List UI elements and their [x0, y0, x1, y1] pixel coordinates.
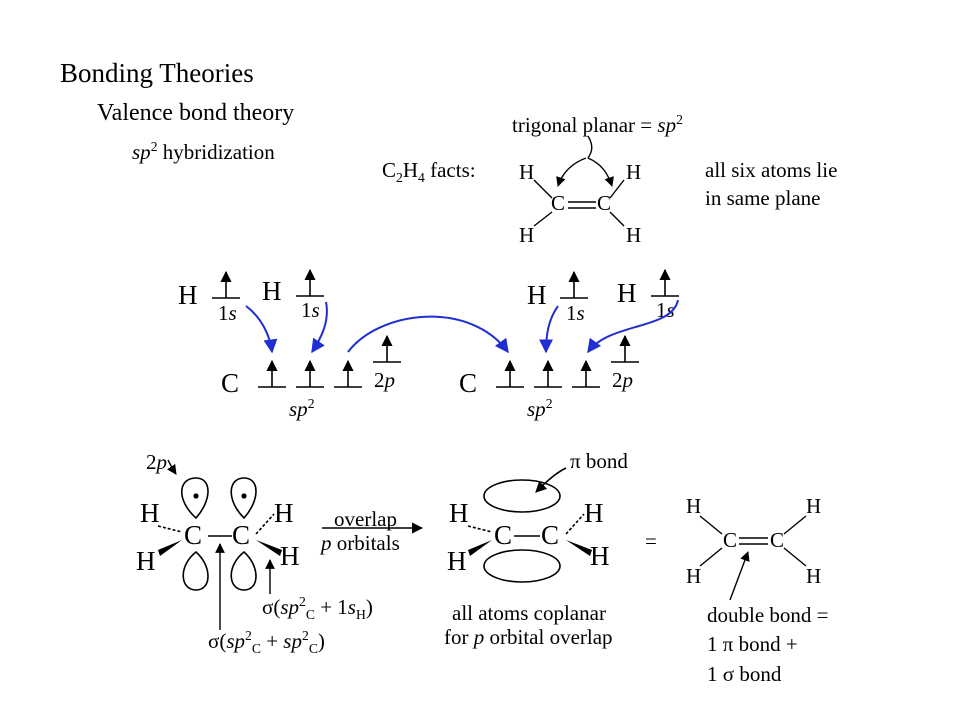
pi-bond-label: π bond	[570, 449, 628, 473]
double-bond-line2: 1 π bond +	[707, 632, 798, 656]
orbital-label-2p: 2p	[612, 368, 633, 392]
coplanar-note-line1: all six atoms lie	[705, 158, 838, 182]
facts-sub2: 2	[396, 170, 403, 186]
atom-h: H	[447, 546, 467, 576]
atom-h: H	[140, 498, 160, 528]
orbital-label-1s: 1s	[656, 298, 675, 322]
atom-c: C	[494, 520, 513, 550]
ethylene-facts-label: C2H4 facts:	[382, 160, 476, 185]
trigonal-sp: sp	[657, 113, 677, 137]
atom-h: H	[806, 494, 822, 518]
atom-h: H	[590, 541, 610, 571]
hybridization-word: hybridization	[157, 140, 275, 164]
trigonal-pointer-arrows	[556, 135, 614, 187]
atom-h: H	[519, 223, 535, 247]
atom-c: C	[597, 191, 612, 215]
coplanar-caption-line1: all atoms coplanar	[452, 601, 606, 625]
small-ethylene-bonds	[533, 179, 625, 227]
orbital-label-1s: 1s	[218, 301, 237, 325]
atom-h: H	[617, 278, 637, 308]
atom-c: C	[551, 191, 566, 215]
atom-h: H	[519, 160, 535, 184]
overlap-label-line1: overlap	[334, 507, 397, 531]
atom-c: C	[221, 368, 240, 398]
right-carbon-orbitals	[496, 268, 679, 388]
electron-dot	[241, 493, 247, 499]
atom-h: H	[686, 564, 702, 588]
subsection-heading: sp2 hybridization	[132, 140, 275, 163]
wedge-bond	[468, 540, 492, 556]
atom-c: C	[770, 528, 785, 552]
left-orbital-lobes	[157, 477, 275, 591]
sp-superscript: 2	[150, 139, 158, 154]
double-bond-line3: 1 σ bond	[707, 662, 782, 686]
facts-sub4: 4	[418, 170, 425, 186]
atom-c: C	[232, 520, 251, 550]
pi-bond-lobes	[467, 467, 585, 583]
atom-h: H	[806, 564, 822, 588]
slide-title: Bonding Theories	[60, 58, 254, 88]
orbital-label-1s: 1s	[566, 301, 585, 325]
electron-dot	[193, 493, 199, 499]
wedge-bond	[158, 540, 182, 556]
atom-h: H	[626, 160, 642, 184]
facts-h: H	[402, 158, 419, 182]
coplanar-caption-line2: for p orbital overlap	[444, 625, 613, 649]
facts-rest: facts:	[424, 158, 476, 182]
sp-label: sp	[132, 140, 151, 164]
atom-c: C	[541, 520, 560, 550]
orbital-label-2p: 2p	[374, 368, 395, 392]
orbital-label-sp2: sp2	[527, 396, 553, 421]
orbital-label-1s: 1s	[301, 298, 320, 322]
atom-c: C	[459, 368, 478, 398]
orbital-label-2p: 2p	[146, 450, 167, 474]
atom-h: H	[178, 280, 198, 310]
atom-h: H	[274, 498, 294, 528]
sigma-cc-label: σ(sp2C + sp2C)	[208, 628, 325, 657]
double-bond-line1: double bond =	[707, 603, 829, 627]
atom-h: H	[686, 494, 702, 518]
trigonal-sup: 2	[676, 112, 683, 127]
atom-h: H	[584, 498, 604, 528]
orbital-label-sp2: sp2	[289, 396, 315, 421]
equals-sign: =	[645, 529, 657, 553]
atom-c: C	[184, 520, 203, 550]
section-heading: Valence bond theory	[97, 100, 295, 126]
coplanar-note-line2: in same plane	[705, 186, 821, 210]
label-2p-pointer	[167, 459, 177, 475]
atom-h: H	[449, 498, 469, 528]
wedge-bond	[256, 540, 282, 556]
facts-c: C	[382, 158, 397, 182]
sigma-ch-label: σ(sp2C + 1sH)	[262, 594, 373, 623]
atom-h: H	[262, 276, 282, 306]
atom-h: H	[527, 280, 547, 310]
atom-h: H	[626, 223, 642, 247]
atom-h: H	[136, 546, 156, 576]
overlap-label-line2: p orbitals	[321, 531, 400, 555]
atom-h: H	[280, 541, 300, 571]
left-carbon-orbitals	[212, 268, 401, 388]
trigonal-text: trigonal planar =	[512, 113, 658, 137]
trigonal-planar-label: trigonal planar = sp2	[512, 113, 683, 136]
atom-c: C	[723, 528, 738, 552]
bond-formation-arrows	[245, 299, 679, 354]
structural-formula-bonds	[699, 515, 807, 601]
wedge-bond	[566, 540, 592, 556]
